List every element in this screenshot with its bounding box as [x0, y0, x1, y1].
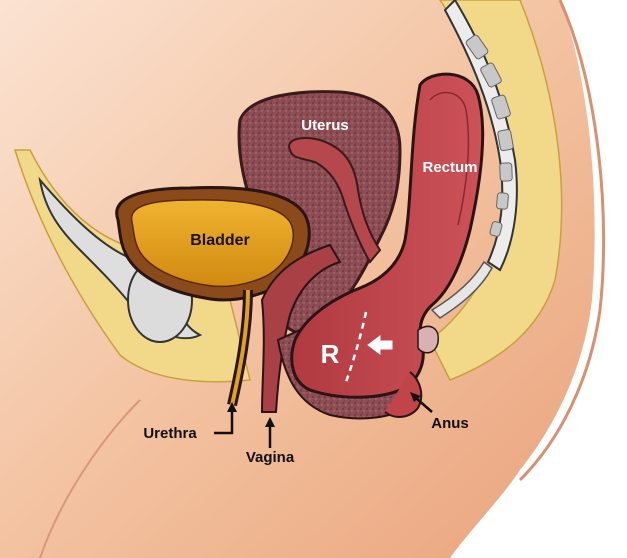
anal-sphincter: [418, 326, 438, 352]
label-anus: Anus: [431, 415, 469, 432]
label-bladder: Bladder: [190, 232, 250, 249]
label-uterus: Uterus: [301, 117, 349, 134]
label-urethra: Urethra: [143, 425, 197, 442]
label-vagina: Vagina: [246, 449, 295, 466]
label-rectum: Rectum: [422, 159, 477, 176]
label-rectocele: R: [321, 339, 340, 369]
